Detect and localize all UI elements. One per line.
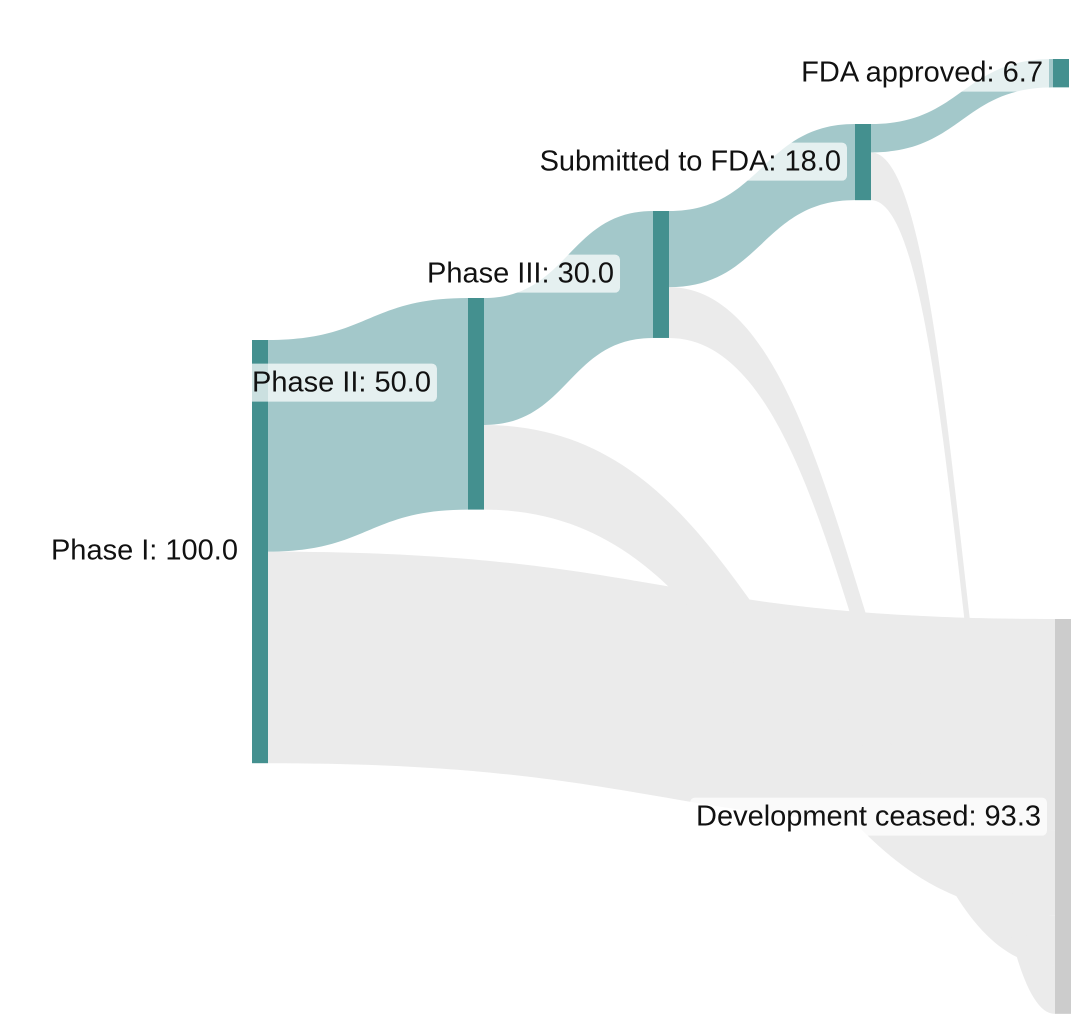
link-phase2-to-phase3 [484, 211, 653, 425]
label-ceased: Development ceased: 93.3 [696, 801, 1041, 833]
link-submitted-to-ceased [871, 152, 1055, 1014]
node-ceased [1055, 619, 1071, 1014]
link-phase1-to-phase2 [268, 298, 468, 552]
label-group-phase2: Phase II: 50.0 [246, 363, 437, 402]
label-phase1: Phase I: 100.0 [51, 535, 238, 567]
label-bg-ceased [690, 797, 1047, 836]
sankey-nodes [252, 59, 1071, 1014]
label-bg-submitted [533, 142, 847, 181]
label-phase2: Phase II: 50.0 [252, 367, 431, 399]
label-group-ceased: Development ceased: 93.3 [690, 797, 1047, 836]
node-submitted [855, 124, 871, 201]
label-bg-phase3 [421, 254, 621, 293]
label-submitted: Submitted to FDA: 18.0 [540, 146, 841, 178]
sankey-labels: Phase I: 100.0 Phase II: 50.0 Phase III: 3… [44, 53, 1049, 836]
label-group-phase1: Phase I: 100.0 [44, 531, 244, 570]
node-phase2 [468, 298, 484, 510]
node-approved [1053, 59, 1069, 88]
label-bg-phase2 [246, 363, 437, 402]
label-approved: FDA approved: 6.7 [801, 57, 1043, 89]
node-phase3 [653, 211, 669, 338]
label-group-approved: FDA approved: 6.7 [795, 53, 1049, 92]
link-phase3-to-ceased [669, 287, 1055, 967]
label-group-submitted: Submitted to FDA: 18.0 [533, 142, 847, 181]
label-phase3: Phase III: 30.0 [427, 258, 614, 290]
label-bg-approved [795, 53, 1049, 92]
label-bg-phase1 [44, 531, 244, 570]
node-phase1 [252, 340, 268, 764]
link-phase1-to-ceased [268, 551, 1055, 831]
sankey-links [268, 59, 1055, 1014]
label-group-phase3: Phase III: 30.0 [421, 254, 621, 293]
